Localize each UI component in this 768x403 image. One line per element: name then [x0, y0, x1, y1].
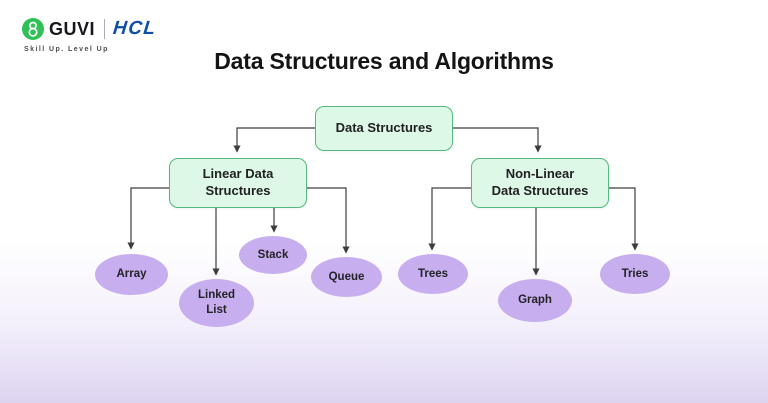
- node-label-line: Data Structures: [491, 183, 589, 198]
- node-label: Data Structures: [335, 120, 433, 136]
- node-queue: Queue: [311, 257, 382, 297]
- brand-header: GUVI HCL Skill Up. Level Up: [22, 18, 158, 53]
- connector-nonlinear-tries: [606, 187, 639, 251]
- leaf-label-line: Queue: [328, 270, 365, 283]
- node-graph: Graph: [498, 279, 572, 322]
- guvi-wordmark: GUVI: [49, 18, 96, 39]
- brand-tagline: Skill Up. Level Up: [24, 46, 109, 53]
- node-label-line: Structures: [205, 183, 271, 198]
- connector-nonlinear-trees: [428, 187, 471, 251]
- page-title: Data Structures and Algorithms: [214, 48, 554, 74]
- connector-root-linear: [233, 127, 315, 153]
- leaf-label-line: Linked: [197, 289, 236, 302]
- node-linked-list: Linked List: [179, 279, 254, 327]
- leaf-label-line: Stack: [257, 248, 289, 261]
- node-tries: Tries: [600, 254, 670, 294]
- node-label-line: Non-Linear: [505, 166, 575, 182]
- leaf-label-line: Array: [116, 268, 147, 281]
- node-label-line: Linear Data: [202, 166, 274, 182]
- connector-root-nonlinear: [453, 127, 542, 153]
- connector-linear-array: [127, 187, 169, 250]
- connector-linear-queue: [307, 187, 350, 254]
- node-data-structures: Data Structures: [315, 106, 453, 151]
- guvi-logo-icon: [22, 18, 44, 40]
- leaf-label-line: Trees: [417, 267, 449, 280]
- leaf-label-line: Tries: [621, 267, 649, 280]
- leaf-label-line: Graph: [518, 294, 552, 307]
- node-linear-data-structures: Linear Data Structures: [169, 158, 307, 208]
- logo-divider: [104, 19, 106, 39]
- node-trees: Trees: [398, 254, 468, 294]
- node-stack: Stack: [239, 236, 307, 274]
- node-nonlinear-data-structures: Non-Linear Data Structures: [471, 158, 609, 208]
- leaf-label-line: List: [206, 304, 227, 316]
- node-array: Array: [95, 254, 168, 295]
